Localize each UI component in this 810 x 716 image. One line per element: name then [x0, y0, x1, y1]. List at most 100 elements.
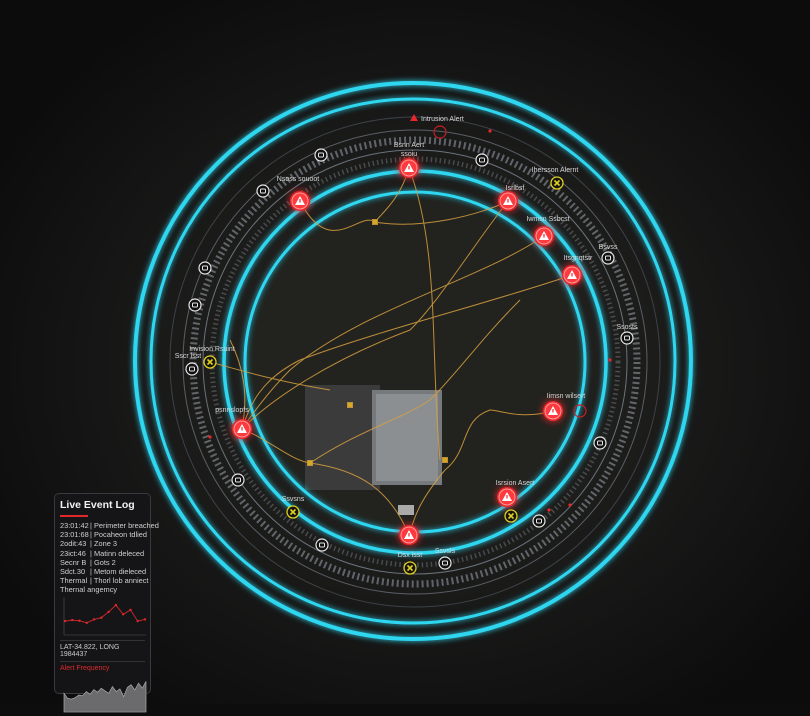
line-point	[71, 618, 74, 621]
camera-sensor-marker[interactable]	[475, 153, 489, 167]
sensor-icon	[318, 152, 324, 158]
warning-triangle-icon	[548, 406, 558, 415]
title-accent	[60, 515, 88, 517]
log-entry[interactable]: Sdct.30| Metom dieleced	[60, 567, 147, 577]
sensor-icon	[442, 560, 448, 566]
line-point	[85, 621, 89, 624]
log-entry[interactable]: 23:01:68| Pocaheon tdlied	[60, 530, 147, 540]
intrusion-alert-marker[interactable]	[290, 191, 310, 211]
trail-path	[309, 299, 521, 464]
parking-lot	[305, 385, 380, 490]
camera-sensor-marker[interactable]	[315, 538, 329, 552]
status-dot	[208, 435, 212, 439]
warning-sensor-marker[interactable]	[286, 505, 300, 519]
intrusion-alert-marker[interactable]	[534, 226, 554, 246]
satellite-ground	[250, 197, 580, 527]
line-point	[100, 616, 103, 619]
warning-sensor-marker[interactable]	[504, 509, 518, 523]
coordinates-readout: LAT-34.822, LONG 1984437	[60, 639, 145, 658]
log-entry[interactable]: 23ict:46| Matinn deleced	[60, 548, 145, 558]
camera-sensor-marker[interactable]	[314, 148, 328, 162]
log-time: Sdct.30	[60, 567, 86, 577]
alert-ring-icon	[573, 404, 587, 418]
log-entry[interactable]: Thermal| Thorl lob anniect	[60, 576, 149, 586]
status-dot	[547, 508, 551, 512]
camera-sensor-marker[interactable]	[231, 473, 245, 487]
marker-label: Isrlbsf	[506, 185, 525, 192]
camera-sensor-marker[interactable]	[188, 298, 202, 312]
warning-sensor-marker[interactable]	[403, 561, 417, 575]
intrusion-alert-marker[interactable]	[562, 265, 582, 285]
status-dot	[488, 129, 492, 133]
marker-label: Sscr lsst	[175, 353, 202, 360]
marker-label: Invision Rsuint	[189, 346, 235, 353]
sensor-icon	[605, 255, 611, 261]
hazard-icon	[507, 512, 515, 520]
camera-sensor-marker[interactable]	[256, 184, 270, 198]
marker-label: Nsoss souoot	[277, 176, 319, 183]
marker-label: psnnslopfs	[215, 407, 249, 414]
sensor-icon	[260, 188, 266, 194]
intrusion-alert-marker[interactable]	[399, 158, 419, 178]
marker-label: Ihersson Alernt	[532, 167, 579, 174]
log-entry[interactable]: Secnr B| Gots 2	[60, 557, 116, 567]
tracked-object[interactable]	[307, 460, 313, 466]
trail-path	[241, 428, 410, 536]
line-point	[143, 617, 147, 621]
top-intrusion-alert[interactable]: Intrusion Alert	[410, 114, 464, 139]
camera-sensor-marker[interactable]	[620, 331, 634, 345]
log-event: Perimeter breached	[93, 521, 159, 530]
alert-triangle-icon	[410, 114, 418, 121]
line-point	[114, 603, 118, 606]
camera-sensor-marker[interactable]	[601, 251, 615, 265]
warning-sensor-marker[interactable]	[203, 355, 217, 369]
tracked-object[interactable]	[442, 457, 448, 463]
camera-sensor-marker[interactable]	[532, 514, 546, 528]
log-time: 23:01:68	[60, 530, 89, 540]
warning-triangle-icon	[503, 196, 513, 205]
trail-path	[241, 235, 545, 430]
sensor-icon	[189, 366, 195, 372]
log-event: Thorl lob anniect	[93, 576, 149, 586]
intrusion-alert-marker[interactable]	[497, 487, 517, 507]
log-entry[interactable]: 2odit:43| Zone 3	[60, 539, 117, 549]
sensor-icon	[192, 302, 198, 308]
warning-sensor-marker[interactable]	[550, 176, 564, 190]
hazard-icon	[406, 564, 414, 572]
alert-frequency-title: Alert Frequency	[60, 660, 145, 672]
trail-path	[209, 361, 331, 391]
hazard-icon	[206, 358, 214, 366]
hazard-icon	[553, 179, 561, 187]
camera-sensor-marker[interactable]	[198, 261, 212, 275]
trail-path	[241, 200, 509, 430]
log-title: Live Event Log	[60, 499, 135, 511]
camera-sensor-marker[interactable]	[593, 436, 607, 450]
camera-sensor-marker[interactable]	[438, 556, 452, 570]
intrusion-alert-marker[interactable]	[543, 401, 563, 421]
sensor-icon	[202, 265, 208, 271]
trail-path	[408, 409, 554, 536]
tracked-object[interactable]	[372, 219, 378, 225]
log-entry[interactable]: 23:01:42| Perimeter breached	[60, 521, 159, 530]
marker-label: Itsgnqtstr	[564, 255, 593, 262]
sensor-icon	[624, 335, 630, 341]
camera-sensor-marker[interactable]	[185, 362, 199, 376]
intrusion-alert-marker[interactable]	[498, 191, 518, 211]
live-event-log-panel: Live Event Log 23:01:42| Perimeter breac…	[54, 493, 159, 712]
log-time: Secnr B	[60, 557, 87, 567]
marker-label: Ssosts	[616, 324, 638, 331]
trail-path	[408, 167, 441, 461]
tracked-object[interactable]	[347, 402, 353, 408]
line-point	[121, 612, 125, 616]
warning-triangle-icon	[567, 270, 577, 279]
marker-label: ssoiu	[401, 151, 417, 158]
log-extra: Thernal angemcy	[60, 585, 118, 595]
line-point	[129, 608, 132, 611]
alert-frequency-chart	[63, 680, 147, 712]
frequency-area	[63, 680, 147, 712]
warning-triangle-icon	[502, 492, 512, 501]
intrusion-alert-marker[interactable]	[399, 525, 419, 545]
log-time: 2odit:43	[60, 539, 87, 549]
marker-label: Ssvsls	[435, 548, 456, 555]
intrusion-alert-marker[interactable]	[232, 419, 252, 439]
